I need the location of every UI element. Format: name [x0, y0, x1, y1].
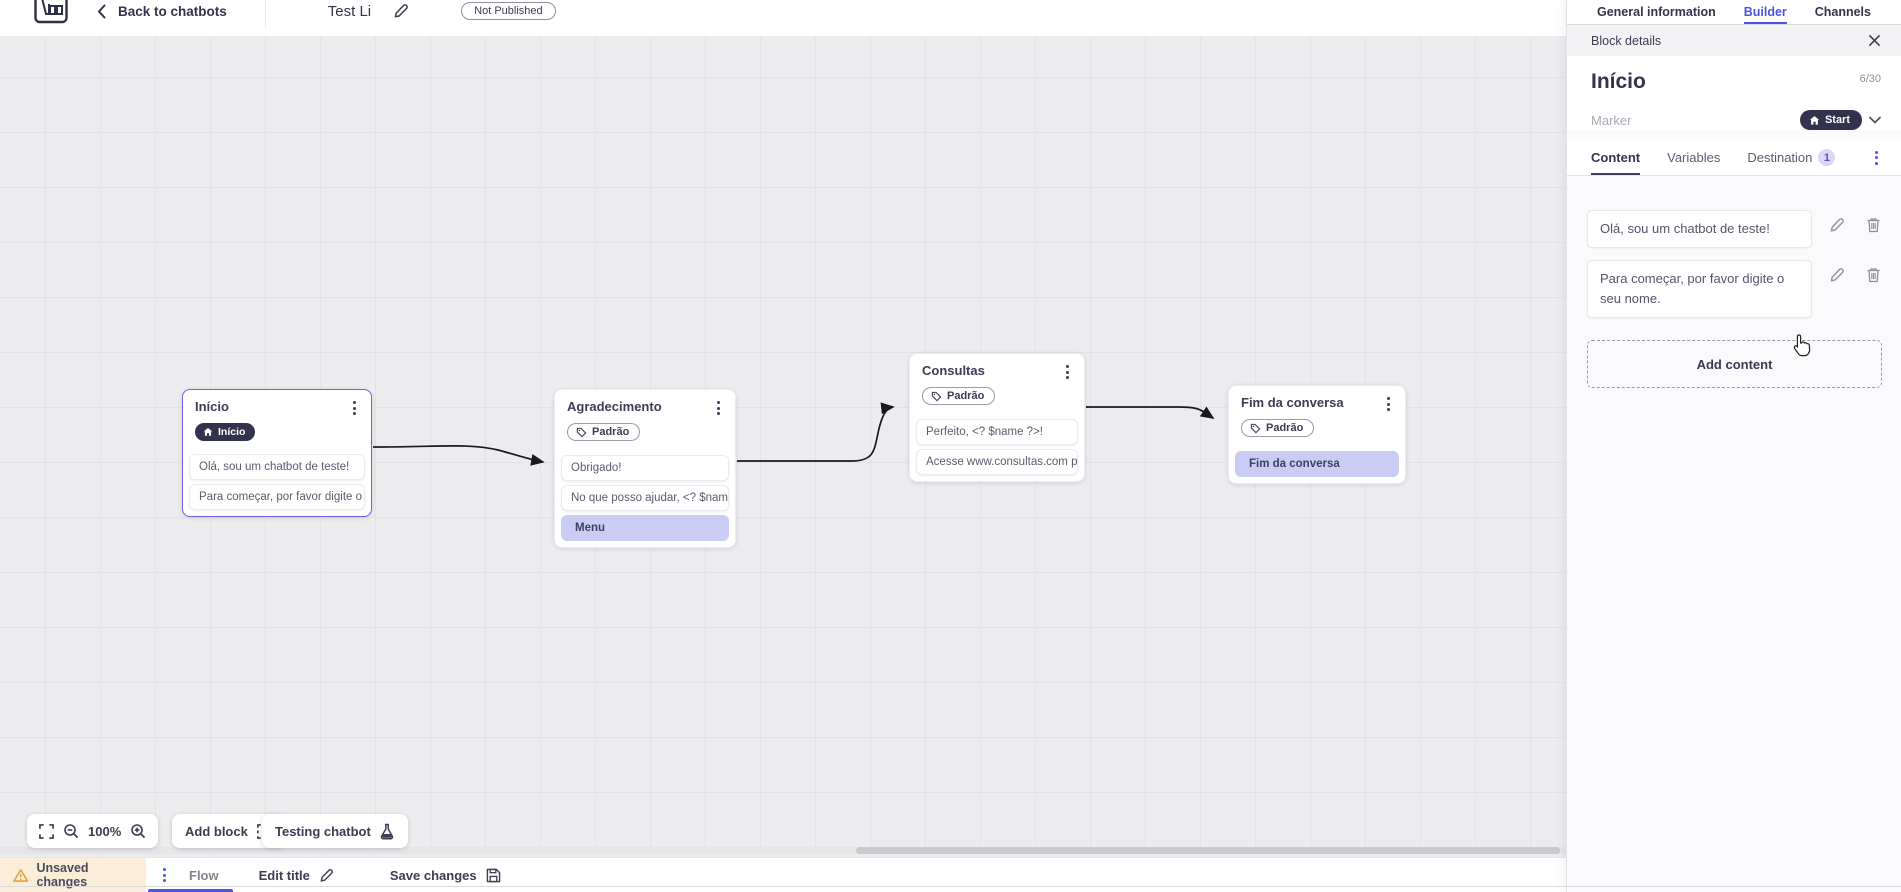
delete-content-icon[interactable] [1866, 267, 1881, 283]
back-chevron-icon[interactable] [97, 4, 106, 19]
tab-channels[interactable]: Channels [1814, 5, 1871, 19]
horizontal-scrollbar-track[interactable] [0, 847, 1566, 854]
flow-tab[interactable]: Flow [146, 858, 235, 892]
flow-tab-label: Flow [189, 867, 219, 883]
zoom-out-icon[interactable] [63, 823, 79, 839]
tag-icon [931, 391, 942, 401]
home-icon [1809, 115, 1820, 125]
save-icon [486, 868, 500, 882]
block-detail-tabs: Content Variables Destination 1 [1567, 140, 1901, 176]
horizontal-scrollbar-thumb[interactable] [856, 847, 1560, 854]
block-message-row[interactable]: No que posso ajudar, <? $name ... [561, 484, 729, 511]
tag-pill: Padrão [1241, 419, 1315, 437]
block-option-row[interactable]: Menu [561, 514, 729, 541]
block-menu-icon[interactable] [714, 399, 723, 417]
tab-builder[interactable]: Builder [1744, 0, 1787, 24]
edit-title-pencil-icon[interactable] [393, 3, 409, 19]
block-message-row[interactable]: Obrigado! [561, 454, 729, 481]
warning-icon [13, 868, 29, 882]
block-message-row[interactable]: Olá, sou um chatbot de teste! [189, 454, 365, 480]
flow-menu-icon[interactable] [160, 866, 169, 884]
flask-icon [379, 823, 395, 840]
testing-chatbot-label: Testing chatbot [275, 823, 371, 839]
block-details-header: Block details [1567, 25, 1901, 56]
block-details-panel: General information Builder Channels Blo… [1566, 0, 1901, 892]
flow-tab-underline [148, 889, 233, 892]
edit-content-icon[interactable] [1829, 267, 1845, 283]
block-title: Início [195, 399, 229, 414]
tab-general-information[interactable]: General information [1597, 5, 1716, 19]
content-item: Olá, sou um chatbot de teste! [1587, 210, 1881, 249]
block-title: Consultas [922, 363, 985, 378]
block-option-row[interactable]: Fim da conversa [1235, 450, 1399, 477]
flow-block-agradecimento[interactable]: Agradecimento Padrão Obrigado! No que po… [554, 389, 736, 548]
chevron-down-icon[interactable] [1869, 116, 1881, 124]
tag-pill-label: Padrão [947, 390, 985, 402]
char-counter: 6/30 [1859, 73, 1881, 85]
marker-start-label: Start [1824, 114, 1850, 126]
tag-icon [576, 427, 587, 437]
tag-pill-label: Padrão [592, 426, 630, 438]
zoom-controls: 100% [27, 814, 159, 848]
content-text-card[interactable]: Para começar, por favor digite o seu nom… [1587, 260, 1812, 319]
topbar-divider [264, 0, 266, 28]
tab-destination[interactable]: Destination 1 [1747, 140, 1836, 175]
add-block-label: Add block [185, 823, 248, 839]
block-menu-icon[interactable] [1384, 395, 1393, 413]
block-message-row[interactable]: Perfeito, <? $name ?>! [916, 418, 1078, 445]
marker-pill-label: Início [218, 426, 246, 438]
fit-screen-icon[interactable] [39, 823, 54, 839]
back-to-chatbots-link[interactable]: Back to chatbots [118, 3, 227, 19]
block-message-row[interactable]: Acesse www.consultas.com par... [916, 448, 1078, 475]
marker-label: Marker [1591, 112, 1632, 128]
testing-chatbot-button[interactable]: Testing chatbot [262, 814, 408, 848]
tag-icon [1250, 423, 1261, 433]
panel-menu-icon[interactable] [1872, 149, 1881, 167]
chatbot-title[interactable]: Test Li [327, 2, 372, 20]
app-logo [33, 0, 71, 26]
tag-pill-label: Padrão [1266, 422, 1304, 434]
marker-start-pill[interactable]: Start [1799, 110, 1862, 130]
content-text-card[interactable]: Olá, sou um chatbot de teste! [1587, 210, 1812, 249]
edit-title-label: Edit title [258, 867, 310, 883]
edit-content-icon[interactable] [1829, 217, 1845, 233]
block-details-title: Block details [1591, 33, 1662, 48]
tag-pill: Padrão [922, 387, 996, 405]
flow-block-inicio[interactable]: Início Início Olá, sou um chatbot de tes… [182, 389, 372, 517]
flow-block-fim-da-conversa[interactable]: Fim da conversa Padrão Fim da conversa [1228, 385, 1406, 484]
delete-content-icon[interactable] [1866, 217, 1881, 233]
block-name-field[interactable]: Início [1591, 70, 1646, 93]
save-changes-button[interactable]: Save changes [390, 868, 501, 883]
block-message-row[interactable]: Para começar, por favor digite o ... [189, 484, 365, 510]
block-title: Fim da conversa [1241, 395, 1344, 410]
zoom-level: 100% [88, 823, 122, 839]
flow-block-consultas[interactable]: Consultas Padrão Perfeito, <? $name ?>! … [909, 353, 1085, 482]
destination-count-badge: 1 [1818, 149, 1836, 166]
pencil-icon [320, 868, 333, 882]
tab-destination-label: Destination [1747, 150, 1813, 165]
tab-variables[interactable]: Variables [1667, 150, 1721, 165]
unsaved-changes-label: Unsaved changes [36, 861, 89, 889]
builder-nav-tabs: General information Builder Channels [1567, 0, 1901, 25]
block-menu-icon[interactable] [1063, 363, 1072, 381]
tab-content[interactable]: Content [1591, 140, 1640, 175]
add-content-button[interactable]: Add content [1587, 340, 1882, 389]
home-icon [203, 428, 213, 436]
block-menu-icon[interactable] [350, 399, 359, 417]
edit-title-button[interactable]: Edit title [259, 868, 334, 883]
zoom-in-icon[interactable] [130, 823, 146, 839]
content-tab-panel: Olá, sou um chatbot de teste! Para começ… [1567, 176, 1901, 706]
close-icon[interactable] [1868, 34, 1881, 47]
block-title: Agradecimento [567, 399, 662, 414]
page-bottom-divider [0, 886, 1901, 887]
topbar: Back to chatbots Test Li Not Published [0, 0, 1566, 36]
save-changes-label: Save changes [389, 867, 477, 883]
content-item: Para começar, por favor digite o seu nom… [1587, 260, 1881, 319]
status-badge: Not Published [461, 2, 556, 20]
tag-pill: Padrão [567, 423, 641, 441]
start-marker-pill: Início [195, 423, 256, 441]
block-name-section: Início 6/30 Marker Start [1567, 56, 1901, 130]
